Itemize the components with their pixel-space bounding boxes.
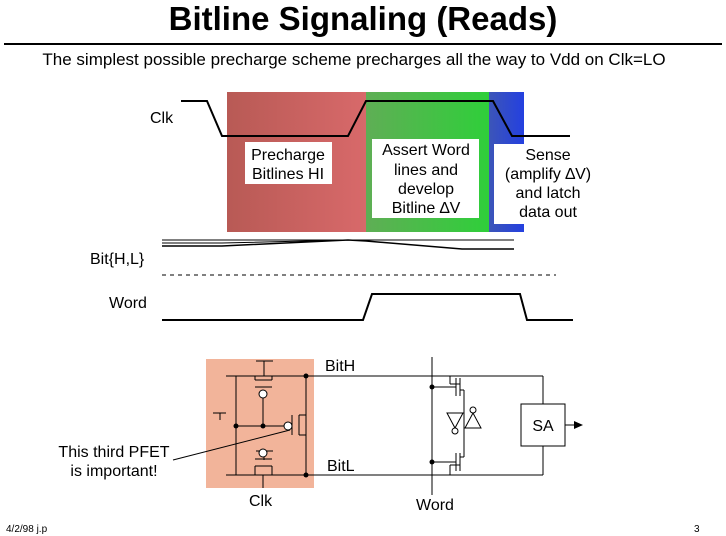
bit-signal-label: Bit{H,L} (90, 251, 145, 268)
sense-amplifier-label: SA (532, 418, 554, 435)
word-pass-transistors (431, 357, 482, 495)
assert-label-box (372, 139, 479, 218)
word-junction-top (429, 384, 435, 390)
bit-waveform-high (162, 239, 514, 244)
precharge-circuit-highlight (206, 359, 314, 488)
sense-label-box (494, 144, 604, 224)
bitl-label: BitL (327, 458, 355, 475)
bitl-junction-dot (303, 472, 309, 478)
bith-junction-dot (303, 373, 309, 379)
gate-junction-dot (233, 423, 239, 429)
precharge-pfet-circuit (213, 360, 307, 488)
title-underline (4, 43, 722, 45)
circuit-clk-label: Clk (249, 493, 273, 510)
sense-line-2: (amplify ∆V) (505, 166, 591, 183)
sense-line-4: data out (519, 204, 577, 221)
clk-signal-label: Clk (150, 110, 174, 127)
clk-waveform (181, 100, 570, 137)
precharge-label-box (245, 142, 332, 184)
bith-label: BitH (325, 358, 355, 375)
page-number: 3 (694, 524, 700, 535)
assert-line-1: Assert Word (382, 142, 470, 159)
sense-amplifier-box (520, 403, 566, 447)
note-pointer-line (172, 429, 291, 461)
sa-output-arrow (574, 421, 583, 429)
assert-line-2: lines and (394, 162, 458, 179)
word-junction-bottom (429, 459, 435, 465)
note-line-2: is important! (70, 463, 157, 480)
slide-subtitle: The simplest possible precharge scheme p… (42, 50, 666, 69)
slide-title: Bitline Signaling (Reads) (168, 0, 558, 37)
assert-line-4: Bitline ∆V (392, 200, 461, 217)
bit-waveform-low (162, 239, 514, 250)
word-signal-label: Word (109, 295, 147, 312)
precharge-line-1: Precharge (251, 147, 325, 164)
precharge-line-2: Bitlines HI (252, 166, 324, 183)
note-line-1: This third PFET (58, 444, 169, 461)
footer-date: 4/2/98 j.p (6, 524, 48, 535)
circuit-word-label: Word (416, 497, 454, 514)
sense-line-1: Sense (525, 147, 570, 164)
gate-junction-dot-2 (260, 423, 266, 429)
assert-line-3: develop (398, 181, 454, 198)
word-waveform (162, 293, 573, 321)
sense-line-3: and latch (516, 185, 581, 202)
